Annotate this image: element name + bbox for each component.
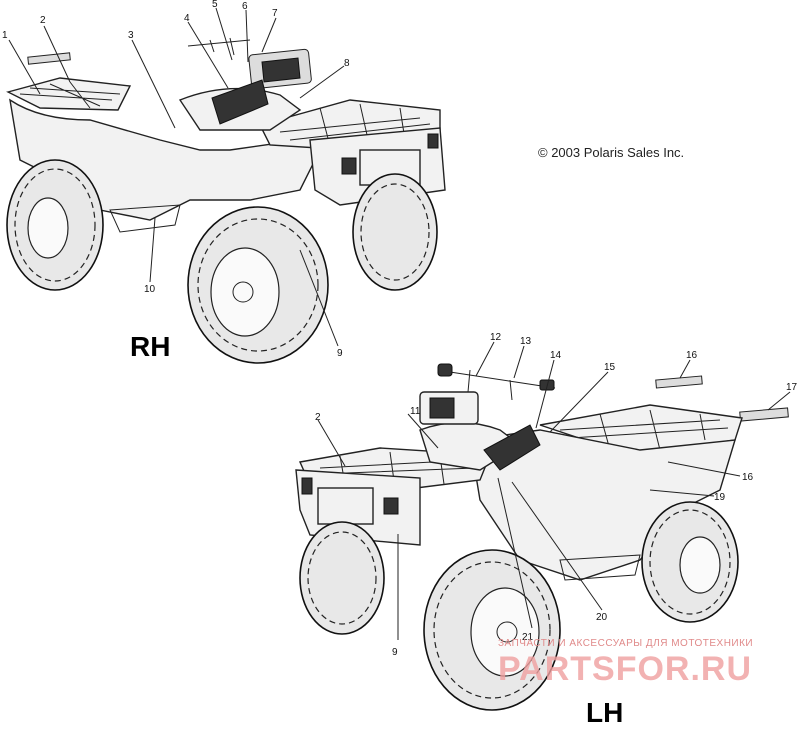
lh-callout: 21 [522, 632, 534, 643]
rh-view-label: RH [130, 331, 170, 362]
watermark-tagline: ЗАПЧАСТИ И АКСЕССУАРЫ ДЛЯ МОТОТЕХНИКИ [498, 638, 753, 649]
lh-neck-decal [483, 424, 541, 471]
rh-loose-decal [27, 52, 71, 65]
lh-callout: 16 [686, 350, 698, 361]
atv-lh-view [295, 363, 789, 711]
lh-pod-decal [429, 397, 455, 419]
lh-view-label: LH [586, 697, 623, 726]
lh-callout: 2 [315, 412, 321, 423]
rh-callout: 9 [337, 348, 343, 359]
rh-callout: 8 [344, 58, 350, 69]
lh-callout: 16 [742, 472, 754, 483]
lh-loose-decal-17 [739, 407, 789, 422]
lh-callout: 17 [786, 382, 798, 393]
lh-callout: 9 [392, 647, 398, 658]
lh-callout: 12 [490, 332, 502, 343]
rh-callout: 4 [184, 13, 190, 24]
copyright-notice: © 2003 Polaris Sales Inc. [538, 145, 684, 160]
lh-loose-decal-16 [655, 375, 703, 389]
rh-callouts: 1 2 3 4 5 6 7 8 10 9 [2, 0, 350, 359]
rh-leader-lines [8, 7, 345, 347]
lh-callout: 14 [550, 350, 562, 361]
rh-callout: 3 [128, 30, 134, 41]
rh-callout: 7 [272, 8, 278, 19]
atv-rh-view [6, 37, 446, 364]
rh-neck-decal [211, 79, 269, 125]
lh-callout: 19 [714, 492, 726, 503]
lh-callouts: 12 13 14 16 17 15 11 2 16 19 21 20 9 [315, 332, 798, 658]
watermark-logo: PARTSFOR.RU [498, 650, 752, 688]
lh-callout: 11 [410, 406, 421, 417]
lh-callout: 13 [520, 336, 532, 347]
rh-callout: 2 [40, 15, 46, 26]
lh-callout: 20 [596, 612, 608, 623]
rh-callout: 1 [2, 30, 8, 41]
rh-headlight [341, 157, 357, 175]
rh-callout: 6 [242, 1, 248, 12]
rh-pod-decal [261, 57, 301, 83]
rh-callout: 5 [212, 0, 218, 10]
watermark: ЗАПЧАСТИ И АКСЕССУАРЫ ДЛЯ МОТОТЕХНИКИ PA… [498, 638, 753, 688]
lh-leader-lines [317, 341, 791, 640]
lh-headlight [383, 497, 399, 515]
rh-callout: 10 [144, 284, 156, 295]
lh-callout: 15 [604, 362, 616, 373]
